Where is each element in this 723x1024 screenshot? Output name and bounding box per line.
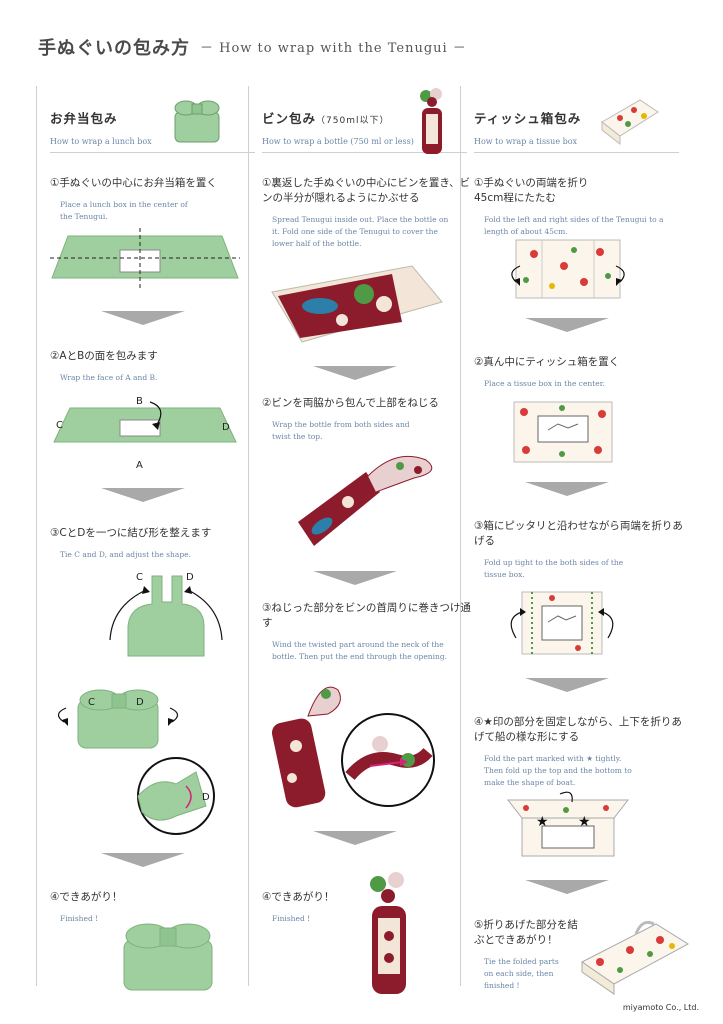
page-title: 手ぬぐいの包み方 [38,38,190,59]
lunch-step-3: ③CとDを一つに結び形を整えます Tie C and D, and adjust… [50,527,212,559]
step-arrow [525,318,609,332]
step-arrow [313,571,397,585]
step-arrow [525,482,609,496]
bottle-step-2: ②ビンを両脇から包んで上部をねじる Wrap the bottle from b… [262,397,439,441]
bottle-neck-detail-illustration [341,713,435,807]
label-a: A [136,460,143,471]
column-title: お弁当包み [50,111,118,126]
tissue-box-column: ティッシュ箱包み How to wrap a tissue box [474,86,689,153]
lunch-step-4: ④できあがり！ Finished ! [50,891,123,923]
lunch-finished-illustration [123,923,213,991]
tissue-step-3: ③箱にピッタリと沿わせながら両端を折りあげる Fold up tight to … [474,520,683,579]
column-divider [460,86,461,986]
lunch-step-2: ②AとBの面を包みます Wrap the face of A and B. [50,350,158,382]
star-mark: ★ [578,814,591,830]
column-divider [248,86,249,986]
tissue-step-1-illustration [511,239,625,299]
tissue-step-4: ④★印の部分を固定しながら、上下を折りあげて船の様な形にする Fold the … [474,716,682,787]
bottle-step-4: ④できあがり！ Finished ! [262,891,335,923]
credit-text: miyamoto Co., Ltd. [622,1003,699,1012]
label-c: C [88,697,95,708]
lunch-box-header-illustration [174,100,220,143]
bottle-header-illustration [420,88,442,154]
lunch-knot-detail-illustration: D [137,757,215,835]
column-rule [262,152,467,153]
step-arrow [313,366,397,380]
column-title: ビン包み（750ml以下） [262,111,390,126]
bottle-step-3-illustration [271,686,341,808]
step-arrow [101,311,185,325]
column-subtitle: How to wrap a tissue box [474,137,578,146]
column-rule [474,152,679,153]
tissue-step-4-illustration: ★ ★ [506,791,630,857]
tissue-step-2-illustration [513,401,613,463]
label-c: C [136,572,143,583]
lunch-step-1: ①手ぬぐいの中心にお弁当箱を置く Place a lunch box in th… [50,177,217,221]
bottle-column: ビン包み（750ml以下） How to wrap a bottle (750 … [262,86,477,153]
column-divider [36,86,37,986]
tissue-step-5: ⑤折りあげた部分を結ぶとできあがり！ Tie the folded parts … [474,919,578,990]
lunch-step-3-illustration: C D [109,572,223,657]
lunch-step-2-illustration: B C D A [53,396,237,471]
label-d: D [202,792,210,803]
tissue-step-1: ①手ぬぐいの両端を折り 45cm程にたたむ Fold the left and … [474,177,664,236]
bottle-step-1-illustration [271,265,443,343]
column-rule [50,152,255,153]
step-arrow [101,853,185,867]
lunch-box-column: お弁当包み How to wrap a lunch box [50,86,265,153]
step-arrow [525,678,609,692]
column-subtitle: How to wrap a lunch box [50,137,152,146]
bottle-finished-illustration [370,872,406,994]
star-mark: ★ [536,814,549,830]
label-d: D [222,422,230,433]
tissue-header-illustration [601,99,659,146]
bottle-step-1: ①裏返した手ぬぐいの中心にビンを置き、ビンの半分が隠れるようにかぶせる Spre… [262,177,471,248]
step-arrow [525,880,609,894]
tissue-step-2: ②真ん中にティッシュ箱を置く Place a tissue box in the… [474,356,620,388]
lunch-step-3-tie-illustration: C D [57,689,179,749]
column-title: ティッシュ箱包み [474,111,582,126]
tissue-finished-illustration [581,920,689,995]
step-arrow [313,831,397,845]
bottle-step-3: ③ねじった部分をビンの首周りに巻きつけ通す Wind the twisted p… [262,602,471,661]
label-c: C [56,420,63,431]
page-subtitle: － How to wrap with the Tenugui － [200,41,467,56]
tissue-step-3-illustration [510,591,614,655]
label-d: D [186,572,194,583]
step-arrow [101,488,185,502]
column-subtitle: How to wrap a bottle (750 ml or less) [262,137,414,146]
bottle-step-2-illustration [298,455,433,546]
label-b: B [136,396,143,407]
lunch-step-1-illustration [50,228,240,288]
label-d: D [136,697,144,708]
